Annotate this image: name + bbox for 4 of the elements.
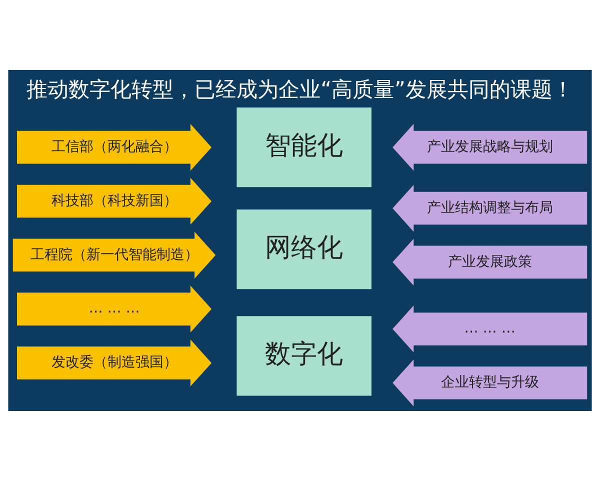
- node-box: 智能化: [236, 107, 372, 187]
- diagram-title: 推动数字化转型，已经成为企业“高质量”发展共同的课题！: [26, 76, 574, 101]
- node-box: 网络化: [236, 208, 372, 289]
- node-box: 数字化: [236, 316, 372, 396]
